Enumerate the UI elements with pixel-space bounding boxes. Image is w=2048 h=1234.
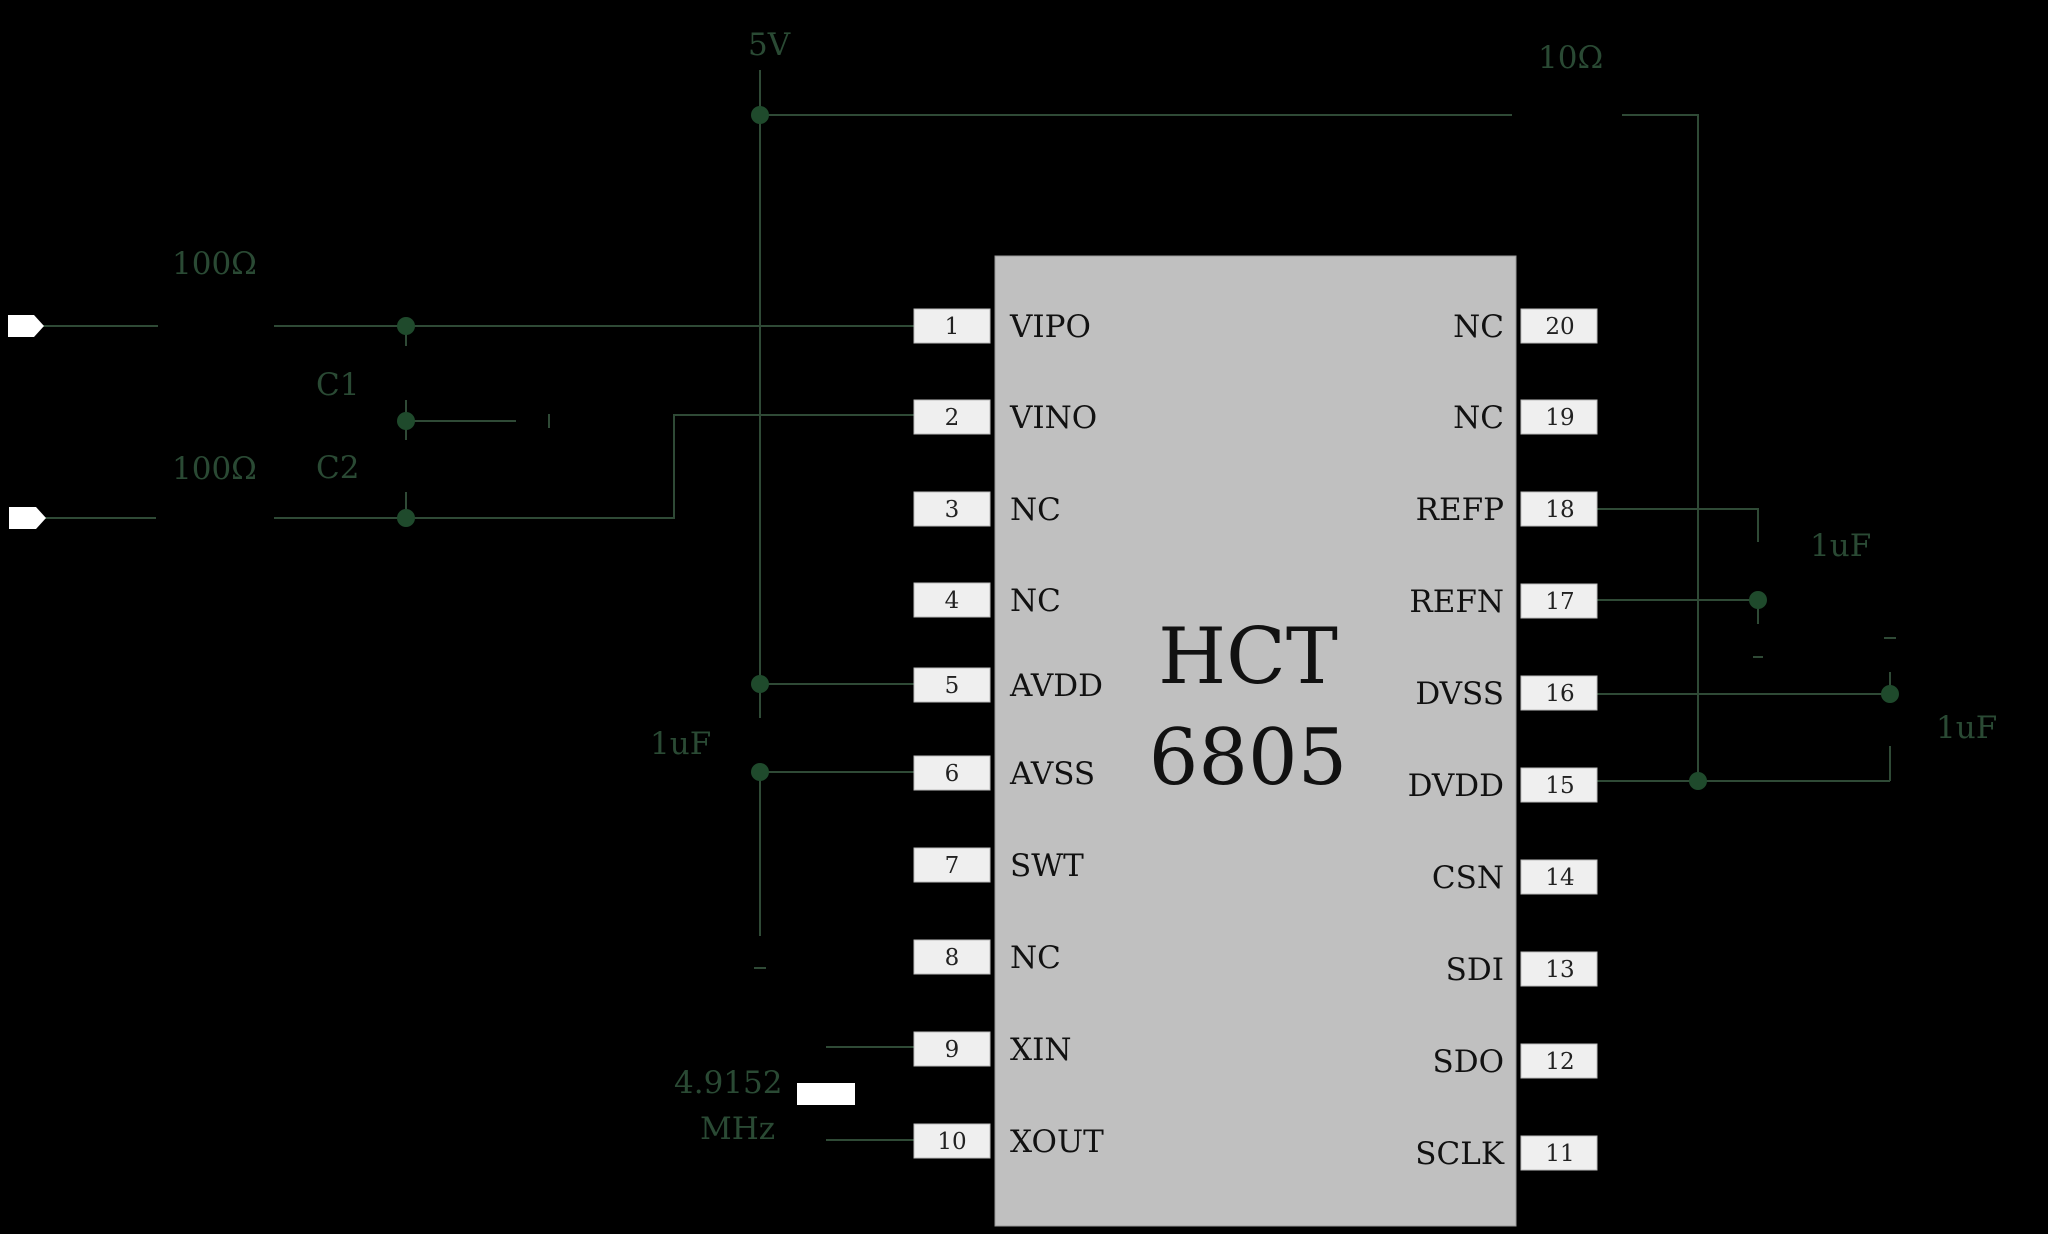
pin-5-name: AVDD: [1009, 668, 1103, 704]
pin-12-name: SDO: [1432, 1044, 1504, 1080]
junction-avss: [751, 763, 769, 781]
pin-14-number: 14: [1545, 865, 1574, 891]
pin-12-number: 12: [1545, 1049, 1574, 1075]
right-pin-group: 20NC19NC18REFP17REFN16DVSS15DVDD14CSN13S…: [1408, 308, 1598, 1172]
pin-17-name: REFN: [1409, 584, 1504, 620]
pin-2-number: 2: [945, 405, 960, 431]
pin-19-name: NC: [1453, 400, 1504, 436]
pin-10-number: 10: [937, 1129, 966, 1155]
r1-label: 100Ω: [172, 246, 257, 282]
pin-3-name: NC: [1010, 492, 1061, 528]
dvdd-feed-wire: [1622, 114, 1699, 781]
crystal-icon: [797, 1083, 855, 1105]
pin-16-number: 16: [1545, 681, 1574, 707]
pin-14-box: [1520, 859, 1598, 895]
pin-6-number: 6: [945, 761, 960, 787]
pin-13-box: [1520, 951, 1598, 987]
vcc-label: 5V: [748, 27, 791, 63]
pin-19-number: 19: [1545, 405, 1574, 431]
input1-port-icon: [8, 315, 44, 337]
pin-1-box: [913, 308, 991, 344]
pin-13-name: SDI: [1446, 952, 1504, 988]
dvdd-cap-label: 1uF: [1936, 710, 1997, 746]
pin-15-box: [1520, 767, 1598, 803]
pin-18-box: [1520, 491, 1598, 527]
junction-vcc: [751, 106, 769, 124]
pin-11-name: SCLK: [1415, 1136, 1505, 1172]
junction-input1: [397, 317, 415, 335]
ref-cap-label: 1uF: [1810, 528, 1871, 564]
pin-1-name: VIPO: [1009, 309, 1091, 345]
pin-2-box: [913, 399, 991, 435]
junction-input2: [397, 509, 415, 527]
pin-9-name: XIN: [1010, 1032, 1071, 1068]
pin-20-name: NC: [1453, 309, 1504, 345]
pin-17-box: [1520, 583, 1598, 619]
junction-refn: [1749, 591, 1767, 609]
crystal-unit-label: MHz: [700, 1111, 775, 1147]
pin-7-box: [913, 847, 991, 883]
junction-avdd: [751, 675, 769, 693]
left-cap-label: 1uF: [650, 726, 711, 762]
input2-wire-b: [274, 414, 915, 519]
pin-10-box: [913, 1123, 991, 1159]
pin-7-number: 7: [945, 853, 960, 879]
pin-7-name: SWT: [1010, 848, 1084, 884]
chip-body: [994, 255, 1517, 1227]
pin-2-name: VINO: [1009, 400, 1097, 436]
pin-11-number: 11: [1545, 1141, 1574, 1167]
pin-15-number: 15: [1545, 773, 1574, 799]
pin-13-number: 13: [1545, 957, 1574, 983]
r2-label: 100Ω: [172, 451, 257, 487]
pin-16-name: DVSS: [1415, 676, 1504, 712]
c1-label: C1: [316, 367, 359, 403]
junctions: [397, 106, 1899, 790]
pin-3-number: 3: [945, 497, 960, 523]
c2-label: C2: [316, 450, 359, 486]
pin-4-number: 4: [945, 588, 960, 614]
pin-10-name: XOUT: [1010, 1124, 1104, 1160]
pin-8-box: [913, 939, 991, 975]
pin-9-number: 9: [945, 1037, 960, 1063]
pin-8-name: NC: [1010, 940, 1061, 976]
pin-5-box: [913, 667, 991, 703]
pin-14-name: CSN: [1432, 860, 1504, 896]
crystal-freq-label: 4.9152: [674, 1065, 782, 1101]
pin-18-name: REFP: [1416, 492, 1504, 528]
pin-20-number: 20: [1545, 314, 1574, 340]
pin-1-number: 1: [945, 314, 960, 340]
pin-8-number: 8: [945, 945, 960, 971]
pin-4-name: NC: [1010, 583, 1061, 619]
junction-dvdd: [1689, 772, 1707, 790]
pin-18-number: 18: [1545, 497, 1574, 523]
pin-17-number: 17: [1545, 589, 1574, 615]
pin-19-box: [1520, 399, 1598, 435]
pin-20-box: [1520, 308, 1598, 344]
pin-9-box: [913, 1031, 991, 1067]
pin-12-box: [1520, 1043, 1598, 1079]
pin-5-number: 5: [945, 673, 960, 699]
pin-11-box: [1520, 1135, 1598, 1171]
pin-15-name: DVDD: [1408, 768, 1504, 804]
r-top-label: 10Ω: [1538, 40, 1603, 76]
pin-4-box: [913, 582, 991, 618]
refp-wire: [1597, 508, 1759, 542]
junction-c-mid: [397, 412, 415, 430]
pin-3-box: [913, 491, 991, 527]
chip-title-line1: HCT: [1158, 612, 1338, 702]
junction-dvss: [1881, 685, 1899, 703]
pin-16-box: [1520, 675, 1598, 711]
pin-6-box: [913, 755, 991, 791]
chip-title-line2: 6805: [1149, 713, 1348, 803]
input2-port-icon: [9, 507, 46, 529]
wires: [40, 70, 1896, 1141]
pin-6-name: AVSS: [1009, 756, 1095, 792]
